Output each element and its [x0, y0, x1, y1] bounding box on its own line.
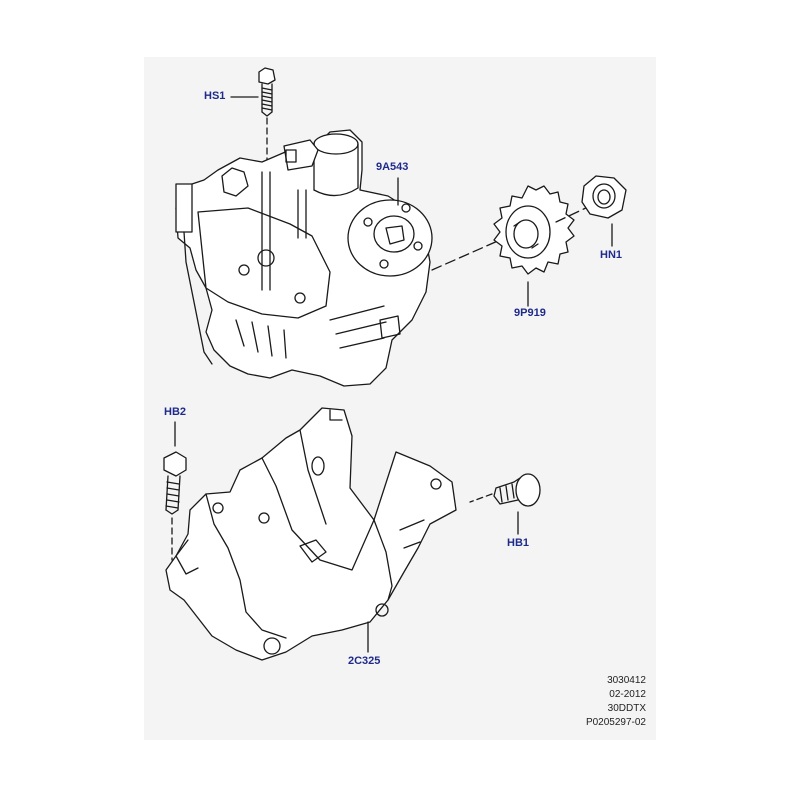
sprocket-nut-centerline [555, 205, 591, 223]
drawing-stamp: 3030412 02-2012 30DDTX P0205297-02 [586, 674, 646, 730]
hb2-bolt [163, 451, 187, 561]
callout-hb1: HB1 [507, 537, 530, 549]
callout-sprocket: 9P919 [514, 307, 546, 319]
hn1-nut [581, 175, 627, 219]
stamp-line-2: 02-2012 [609, 689, 646, 700]
mounting-bracket [165, 407, 457, 661]
stamp-line-1: 3030412 [607, 675, 646, 686]
hb1-bolt [469, 473, 541, 507]
fuel-pump [175, 129, 433, 387]
stamp-line-4: P0205297-02 [585, 717, 646, 728]
callout-hn1: HN1 [600, 249, 623, 261]
shaft-centerline [431, 239, 501, 271]
hs1-bolt [258, 67, 276, 171]
callout-hs1: HS1 [204, 90, 226, 102]
stamp-line-3: 30DDTX [607, 703, 646, 714]
callout-bracket: 2C325 [348, 655, 381, 667]
sprocket [493, 185, 575, 275]
callout-pump: 9A543 [376, 161, 409, 173]
callout-hb2: HB2 [164, 406, 187, 418]
